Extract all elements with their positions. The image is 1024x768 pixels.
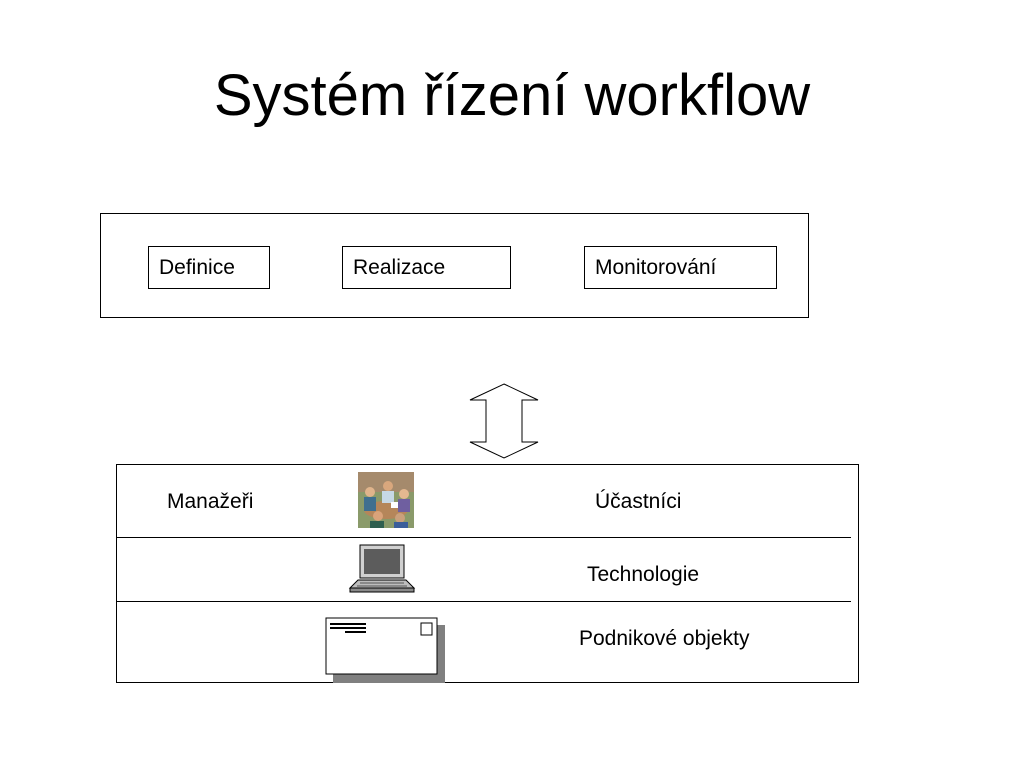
technology-label: Technologie — [587, 563, 700, 586]
layer-divider — [117, 601, 851, 602]
phase-monitoring-box: Monitorování — [584, 246, 777, 289]
layer-divider — [117, 537, 851, 538]
participants-label: Účastníci — [595, 490, 682, 513]
phase-definition-box: Definice — [148, 246, 270, 289]
managers-label: Manažeři — [167, 490, 254, 513]
double-headed-arrow-icon — [469, 383, 539, 459]
envelope-document-icon — [325, 617, 445, 683]
phase-realization-box: Realizace — [342, 246, 511, 289]
laptop-computer-icon — [348, 544, 416, 593]
slide-title: Systém řízení workflow — [213, 63, 811, 128]
meeting-people-icon — [358, 472, 414, 528]
workflow-phases-frame — [100, 213, 809, 318]
workflow-layers-frame — [116, 464, 859, 683]
business-objects-label: Podnikové objekty — [579, 627, 750, 650]
